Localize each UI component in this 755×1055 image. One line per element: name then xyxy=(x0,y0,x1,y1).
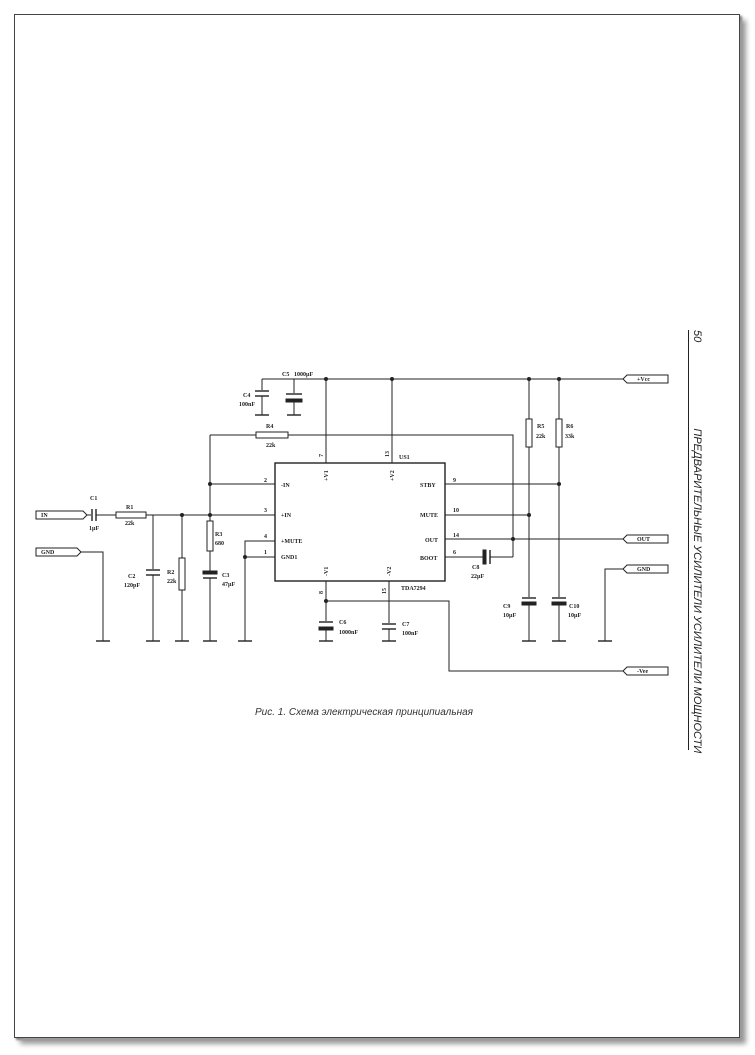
r5-value: 22k xyxy=(536,434,546,440)
pin-number-4: 4 xyxy=(264,534,267,540)
pin-number-9: 9 xyxy=(453,478,456,484)
connector-out xyxy=(622,534,669,544)
pin-number-10: 10 xyxy=(453,508,459,514)
pin-number-8: 8 xyxy=(319,591,325,594)
r3-value: 680 xyxy=(215,541,224,547)
c10-ref: C10 xyxy=(569,604,579,610)
c7-value: 100nF xyxy=(402,631,418,637)
pin-label-mute-r: MUTE xyxy=(420,513,438,519)
resistor-r3 xyxy=(206,520,214,552)
connector-gnd-left xyxy=(35,547,82,557)
pin-label-nv1: -V1 xyxy=(324,567,330,576)
r2-ref: R2 xyxy=(167,570,174,576)
c8-value: 22µF xyxy=(471,574,484,580)
figure-caption: Рис. 1. Схема электрическая принципиальн… xyxy=(255,707,473,718)
connector-in-label: IN xyxy=(41,513,48,519)
connector-gnd-left-label: GND xyxy=(41,550,55,556)
page-header: 50 ПРЕДВАРИТЕЛЬНЫЕ УСИЛИТЕЛИ УСИЛИТЕЛИ М… xyxy=(691,330,703,753)
document-page: IN GND +Vcc OUT GND -Vee US1 TDA7294 -IN… xyxy=(14,14,740,1038)
c4-value: 100nF xyxy=(239,402,255,408)
junctions xyxy=(180,377,561,603)
c1-value: 1µF xyxy=(89,526,99,532)
resistor-r5 xyxy=(525,418,533,448)
pin-number-7: 7 xyxy=(319,454,325,457)
connector-vcc-label: +Vcc xyxy=(637,377,650,383)
pin-number-3: 3 xyxy=(264,508,267,514)
pin-number-2: 2 xyxy=(264,478,267,484)
pin-label-out: OUT xyxy=(425,538,438,544)
cap-c8 xyxy=(482,549,487,565)
pin-label-nv2: -V2 xyxy=(387,567,393,576)
resistor-r1 xyxy=(115,511,147,519)
connector-out-label: OUT xyxy=(637,537,650,543)
c6-value: 1000nF xyxy=(339,630,358,636)
pin-label-pv1: +V1 xyxy=(324,470,330,481)
c1-ref: C1 xyxy=(90,496,97,502)
resistor-r6 xyxy=(555,418,563,448)
side-rule xyxy=(688,330,689,750)
r4-ref: R4 xyxy=(266,424,273,430)
cap-c3 xyxy=(202,570,218,575)
r2-value: 22k xyxy=(167,579,177,585)
ic-body xyxy=(274,462,446,582)
c10-value: 10µF xyxy=(568,613,581,619)
c5-value: 1000µF xyxy=(294,372,313,378)
pin-label-in-pos: +IN xyxy=(281,513,292,519)
pin-label-pv2: +V2 xyxy=(390,470,396,481)
pin-label-boot: BOOT xyxy=(420,556,437,562)
r6-value: 33k xyxy=(565,434,575,440)
pin-number-1: 1 xyxy=(264,550,267,556)
pin-number-14: 14 xyxy=(453,533,459,539)
pin-label-gnd1: GND1 xyxy=(281,555,297,561)
resistor-r2 xyxy=(178,557,186,591)
r3-ref: R3 xyxy=(215,532,222,538)
r1-ref: R1 xyxy=(126,505,133,511)
c2-ref: C2 xyxy=(128,574,135,580)
c9-ref: C9 xyxy=(503,604,510,610)
r4-value: 22k xyxy=(266,443,276,449)
connector-gnd-right-label: GND xyxy=(637,567,651,573)
r1-value: 22k xyxy=(125,521,135,527)
pin-label-in-neg: -IN xyxy=(281,483,290,489)
pin-label-stby: STBY xyxy=(420,483,436,489)
c8-ref: C8 xyxy=(472,565,479,571)
c3-ref: C3 xyxy=(222,573,229,579)
resistor-r4 xyxy=(255,431,289,439)
pin-number-13: 13 xyxy=(385,451,391,457)
c6-ref: C6 xyxy=(339,620,346,626)
c3-value: 47µF xyxy=(222,582,235,588)
c4-ref: C4 xyxy=(243,393,250,399)
connector-vcc xyxy=(622,374,669,384)
connector-gnd-right xyxy=(622,564,669,574)
pin-label-mute: +MUTE xyxy=(281,539,302,545)
c2-value: 120pF xyxy=(124,583,140,589)
ic-part: TDA7294 xyxy=(401,586,426,592)
c5-ref: C5 xyxy=(282,372,289,378)
connector-vee-label: -Vee xyxy=(637,669,648,675)
c9-value: 10µF xyxy=(503,613,516,619)
pin-number-6: 6 xyxy=(453,550,456,556)
page-number: 50 xyxy=(691,330,703,343)
connector-in xyxy=(35,510,88,520)
r5-ref: R5 xyxy=(537,424,544,430)
schematic-diagram: IN GND +Vcc OUT GND -Vee US1 TDA7294 -IN… xyxy=(35,372,669,676)
ic-ref: US1 xyxy=(399,455,410,461)
connector-vee xyxy=(622,666,669,676)
pin-number-15: 15 xyxy=(382,588,388,594)
section-title: ПРЕДВАРИТЕЛЬНЫЕ УСИЛИТЕЛИ УСИЛИТЕЛИ МОЩН… xyxy=(691,428,703,754)
c7-ref: C7 xyxy=(402,622,409,628)
r6-ref: R6 xyxy=(566,424,573,430)
